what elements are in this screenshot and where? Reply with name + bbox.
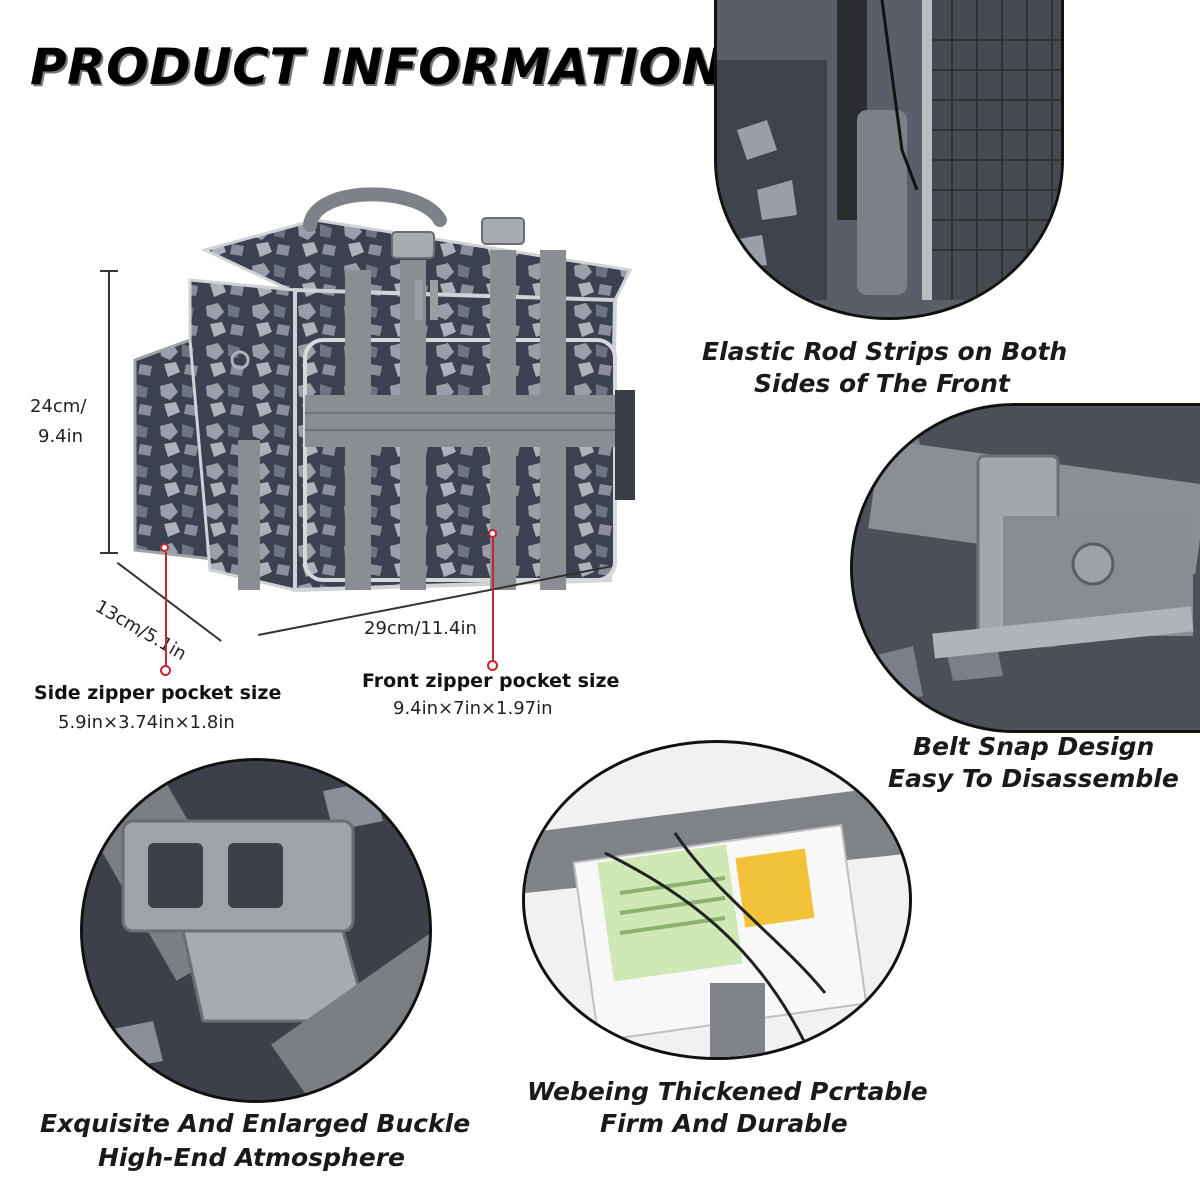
height-dimension-line bbox=[108, 270, 110, 554]
side-pocket-size: 5.9in×3.74in×1.8in bbox=[58, 712, 235, 733]
side-pocket-title: Side zipper pocket size bbox=[34, 682, 282, 704]
rod-strip-closeup bbox=[714, 0, 1064, 320]
front-pocket-callout-line bbox=[492, 536, 494, 662]
webbing-closeup bbox=[522, 740, 912, 1060]
front-pocket-size: 9.4in×7in×1.97in bbox=[393, 698, 553, 719]
width-dimension-label: 29cm/11.4in bbox=[364, 618, 477, 639]
height-dimension-label-2: 9.4in bbox=[38, 426, 84, 447]
belt-snap-closeup bbox=[850, 403, 1200, 733]
height-dimension-cap-top bbox=[100, 270, 118, 272]
side-pocket-anchor-dot bbox=[160, 543, 169, 552]
buckle-closeup bbox=[80, 758, 432, 1103]
page-title: PRODUCT INFORMATION bbox=[30, 38, 724, 96]
front-pocket-anchor-dot bbox=[488, 529, 497, 538]
side-pocket-callout-line bbox=[165, 552, 167, 668]
front-pocket-callout-dot bbox=[487, 660, 498, 671]
buckle-caption-2: High-End Atmosphere bbox=[98, 1143, 406, 1172]
rod-strip-caption-1: Elastic Rod Strips on Both bbox=[702, 337, 1068, 366]
fishing-bag-image bbox=[133, 187, 635, 593]
buckle-caption-1: Exquisite And Enlarged Buckle bbox=[40, 1109, 471, 1138]
height-dimension-label-1: 24cm/ bbox=[30, 396, 87, 417]
height-dimension-cap-bottom bbox=[100, 552, 118, 554]
belt-snap-caption-2: Easy To Disassemble bbox=[888, 764, 1179, 793]
rod-strip-caption-2: Sides of The Front bbox=[754, 369, 1010, 398]
webbing-caption-2: Firm And Durable bbox=[600, 1109, 848, 1138]
side-pocket-callout-dot bbox=[160, 665, 171, 676]
belt-snap-caption-1: Belt Snap Design bbox=[913, 732, 1155, 761]
front-pocket-title: Front zipper pocket size bbox=[362, 670, 620, 692]
webbing-caption-1: Webeing Thickened Pcrtable bbox=[527, 1077, 928, 1106]
